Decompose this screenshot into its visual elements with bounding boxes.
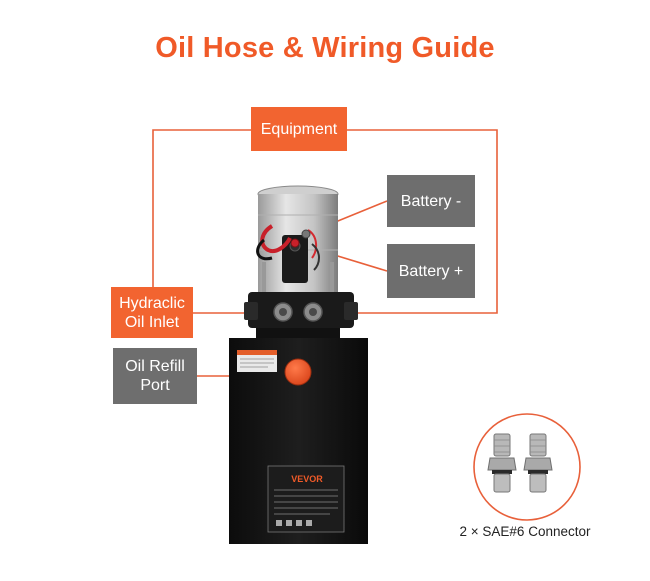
label-hydraulic-oil-inlet: Hydraclic Oil Inlet [111,287,193,338]
sae6-connector-right-icon [523,433,553,493]
line-equipment-left [152,129,251,287]
label-refill-line2: Port [140,377,170,394]
label-inlet-line2: Oil Inlet [124,313,180,331]
label-battery-negative: Battery - [387,175,475,227]
oil-refill-cap [284,358,312,386]
valve-manifold [248,292,354,328]
label-inlet-line1: Hydraclic [119,294,185,312]
label-oil-refill-port: Oil Refill Port [113,348,197,404]
label-battery-positive-text: Battery + [398,262,464,280]
label-battery-positive: Battery + [387,244,475,298]
label-equipment-text: Equipment [260,120,338,138]
solenoid [282,235,308,283]
page-title: Oil Hose & Wiring Guide [155,32,495,64]
label-refill-line1: Oil Refill [125,358,185,375]
black-cable [256,238,273,261]
red-cable [260,224,292,253]
label-equipment: Equipment [251,107,347,151]
warning-sticker [237,350,277,372]
label-battery-negative-text: Battery - [400,192,462,210]
sae6-connector-left-icon [487,433,517,493]
line-equipment-right [347,129,498,314]
brand-logo-text: VEVOR [291,474,323,484]
terminal-negative [301,229,311,239]
connector-caption: 2 × SAE#6 Connector [459,524,591,539]
terminal-positive [290,238,300,248]
